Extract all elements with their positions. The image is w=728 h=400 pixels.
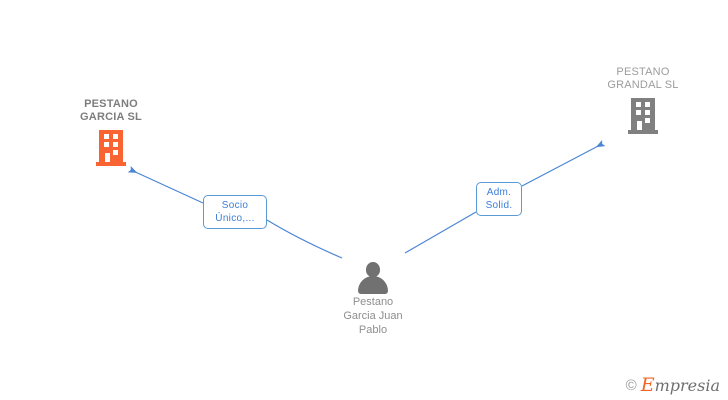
edge-line-socio-unico [266, 219, 343, 259]
edge-arrow-adm-solid [521, 139, 606, 187]
brand-wordmark: Empresia [640, 374, 720, 396]
brand-initial: E [640, 374, 655, 396]
building-icon [96, 130, 126, 166]
person-icon [356, 262, 390, 294]
edge-label-socio-unico[interactable]: Socio Único,... [203, 195, 267, 229]
edge-line-adm-solid [404, 211, 477, 254]
edge-arrow-socio-unico [127, 165, 204, 204]
edge-label-adm-solid[interactable]: Adm. Solid. [476, 182, 522, 216]
brand-rest: mpresia [654, 376, 720, 395]
node-company-pestano-grandal[interactable]: PESTANO GRANDAL SL [588, 66, 698, 134]
company-left-label: PESTANO GARCIA SL [80, 98, 142, 123]
company-right-label: PESTANO GRANDAL SL [607, 66, 679, 91]
building-icon [628, 98, 658, 134]
copyright-icon: © [625, 377, 637, 394]
person-label: Pestano Garcia Juan Pablo [343, 296, 403, 336]
node-person-pestano-garcia-juan-pablo[interactable]: Pestano Garcia Juan Pablo [328, 262, 418, 337]
node-company-pestano-garcia[interactable]: PESTANO GARCIA SL [61, 98, 161, 166]
watermark-empresia: © Empresia [625, 374, 720, 396]
